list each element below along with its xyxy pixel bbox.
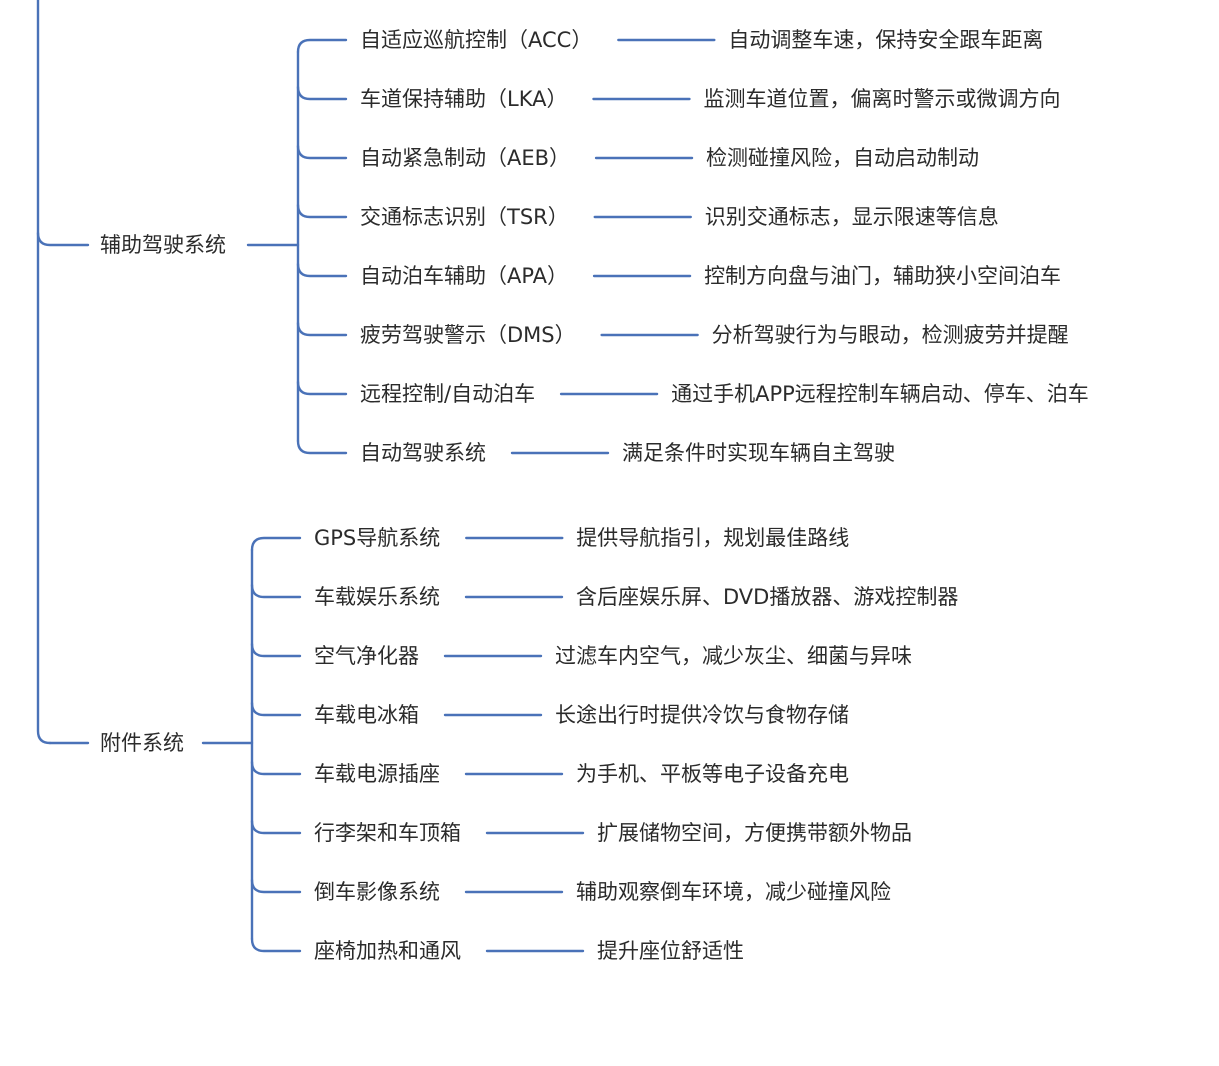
item-description: 过滤车内空气，减少灰尘、细菌与异味 [555, 644, 912, 668]
item-description: 检测碰撞风险，自动启动制动 [706, 146, 980, 170]
item-description: 自动调整车速，保持安全跟车距离 [728, 28, 1044, 52]
item-branch [296, 85, 348, 101]
item-description: 辅助观察倒车环境，减少碰撞风险 [576, 880, 891, 904]
item-branch [250, 583, 302, 599]
item-name: 自动泊车辅助（APA） [360, 264, 569, 288]
item-description: 监测车道位置，偏离时警示或微调方向 [703, 87, 1061, 111]
item-name: 倒车影像系统 [314, 880, 440, 904]
item-description: 识别交通标志，显示限速等信息 [704, 205, 999, 229]
item-description: 提供导航指引，规划最佳路线 [576, 526, 850, 550]
item-description: 提升座位舒适性 [597, 939, 744, 963]
item-name: 自动驾驶系统 [360, 441, 486, 465]
item-name: 自动紧急制动（AEB） [360, 146, 571, 170]
item-name: 疲劳驾驶警示（DMS） [360, 323, 576, 347]
group-label: 附件系统 [100, 731, 184, 755]
root-trunk [36, 0, 52, 745]
item-name: 车载电源插座 [314, 762, 440, 786]
item-name: 自适应巡航控制（ACC） [360, 28, 593, 52]
item-description: 控制方向盘与油门，辅助狭小空间泊车 [704, 264, 1062, 288]
item-name: 车道保持辅助（LKA） [360, 87, 568, 111]
item-description: 通过手机APP远程控制车辆启动、停车、泊车 [671, 382, 1089, 406]
item-description: 为手机、平板等电子设备充电 [576, 762, 849, 786]
item-name: 空气净化器 [314, 644, 419, 668]
item-branch [296, 321, 348, 337]
item-description: 长途出行时提供冷饮与食物存储 [555, 703, 849, 727]
item-branch [296, 380, 348, 396]
item-name: 行李架和车顶箱 [314, 821, 461, 845]
item-description: 分析驾驶行为与眼动，检测疲劳并提醒 [711, 323, 1069, 347]
group-label: 辅助驾驶系统 [100, 233, 226, 257]
item-branch [250, 878, 302, 894]
item-branch [250, 701, 302, 717]
item-name: GPS导航系统 [314, 526, 441, 550]
root-branch [36, 231, 90, 247]
item-name: 交通标志识别（TSR） [360, 205, 569, 229]
item-branch [250, 937, 302, 953]
item-description: 含后座娱乐屏、DVD播放器、游戏控制器 [576, 585, 959, 609]
item-name: 车载娱乐系统 [314, 585, 440, 609]
item-branch [250, 536, 302, 552]
item-branch [296, 262, 348, 278]
item-branch [250, 642, 302, 658]
item-name: 远程控制/自动泊车 [360, 382, 536, 406]
item-branch [250, 760, 302, 776]
item-branch [296, 144, 348, 160]
item-description: 扩展储物空间，方便携带额外物品 [597, 821, 912, 845]
item-branch [250, 819, 302, 835]
item-name: 座椅加热和通风 [314, 939, 461, 963]
item-branch [296, 38, 348, 54]
item-branch [296, 203, 348, 219]
item-description: 满足条件时实现车辆自主驾驶 [622, 441, 895, 465]
item-branch [296, 439, 348, 455]
item-name: 车载电冰箱 [314, 703, 419, 727]
